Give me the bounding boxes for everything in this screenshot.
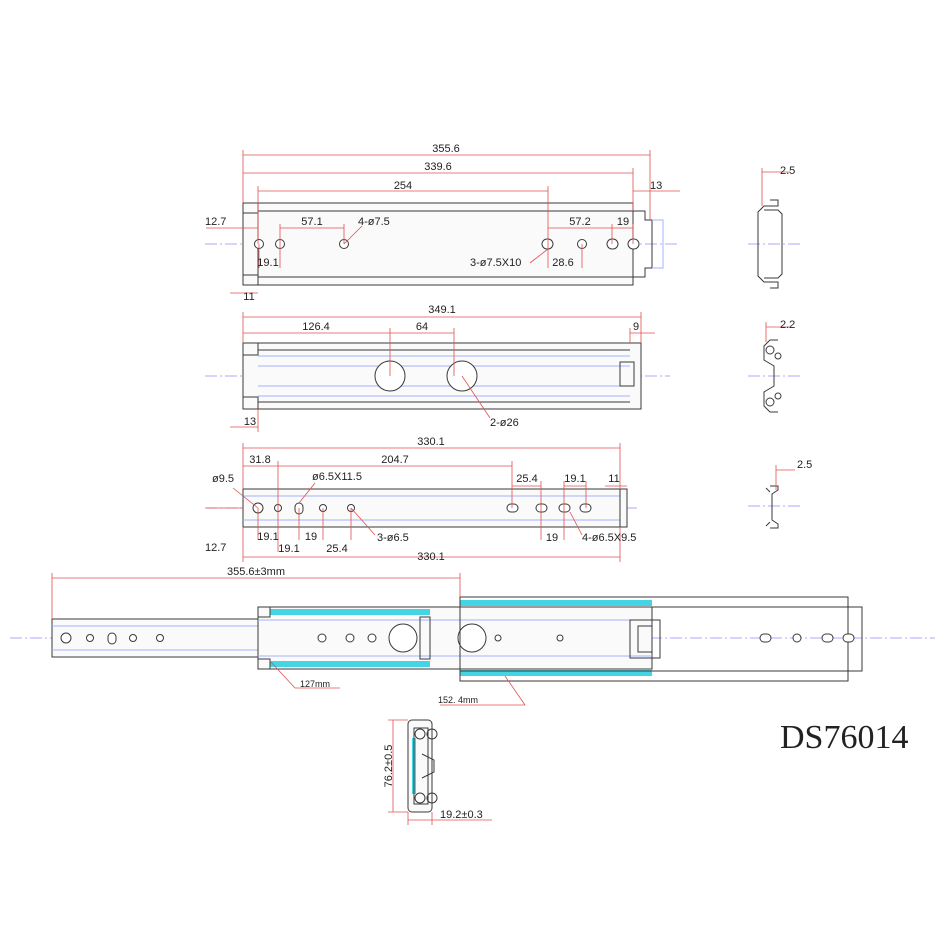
dim-inner-end: 11 xyxy=(608,473,619,485)
dim-outer-right-pitch: 19 xyxy=(617,216,629,228)
middle-member-view: 349.1 126.4 64 9 13 2-ø26 xyxy=(205,304,670,432)
assembly-view: 355.6±3mm 127mm 152. 4mm xyxy=(10,566,935,706)
dim-middle-left-end: 13 xyxy=(244,416,256,428)
dim-assembly-overlap1: 127mm xyxy=(300,679,330,689)
dim-inner-slot-left: ø6.5X11.5 xyxy=(312,471,362,483)
dim-outer-slot-pitch: 28.6 xyxy=(552,257,573,269)
dim-outer-slots: 3-ø7.5X10 xyxy=(470,257,521,269)
dim-outer-holes-left: 4-ø7.5 xyxy=(358,216,390,228)
dim-outer-overall: 355.6 xyxy=(432,143,460,155)
dim-profile-outer-thickness: 2.5 xyxy=(780,165,795,177)
outer-profile-view: 2.5 xyxy=(748,165,800,289)
dim-section-width: 19.2±0.3 xyxy=(440,809,483,821)
dim-middle-access-holes: 2-ø26 xyxy=(490,417,519,429)
dim-inner-pitch-b4: 25.4 xyxy=(326,543,347,555)
dim-inner-pitch-b2: 19.1 xyxy=(278,543,299,555)
dim-inner-holes: 3-ø6.5 xyxy=(377,532,409,544)
dim-assembly-overlap2: 152. 4mm xyxy=(438,695,478,705)
dim-outer-left-vertical: 12.7 xyxy=(205,216,226,228)
dim-inner-pitch-right-b: 19.1 xyxy=(564,473,585,485)
dim-inner-slots-right: 4-ø6.5X9.5 xyxy=(582,532,636,544)
inner-member-view: 330.1 31.8 204.7 ø9.5 ø6.5X11.5 25.4 19.… xyxy=(205,436,640,563)
dim-outer-span: 254 xyxy=(394,180,412,192)
dim-middle-pitch: 64 xyxy=(416,321,428,333)
dim-assembly-travel: 355.6±3mm xyxy=(227,566,285,578)
dim-inner-span: 204.7 xyxy=(381,454,409,466)
model-number: DS76014 xyxy=(780,719,908,756)
dim-profile-inner-thickness: 2.5 xyxy=(797,459,812,471)
dim-inner-pitch-b1: 19.1 xyxy=(257,531,278,543)
dim-inner-offset1: 31.8 xyxy=(249,454,270,466)
dim-section-height: 76.2±0.5 xyxy=(383,745,395,788)
dim-middle-end: 9 xyxy=(633,321,639,333)
cross-section-view: 76.2±0.5 19.2±0.3 xyxy=(383,719,492,825)
dim-middle-overall: 349.1 xyxy=(428,304,456,316)
dim-outer-hole-pitch-right: 57.2 xyxy=(569,216,590,228)
dim-inner-overall-top: 330.1 xyxy=(417,436,445,448)
dim-inner-hole-left: ø9.5 xyxy=(212,473,234,485)
dim-middle-offset1: 126.4 xyxy=(302,321,330,333)
dim-inner-pitch-right-a: 25.4 xyxy=(516,473,537,485)
dim-outer-end-offset: 13 xyxy=(650,180,662,192)
dim-inner-left-vertical: 12.7 xyxy=(205,542,226,554)
dim-outer-left-pitch: 19.1 xyxy=(257,257,278,269)
inner-profile-view: 2.5 xyxy=(748,459,812,529)
outer-member-view: 355.6 339.6 254 13 12.7 57.1 4-ø7.5 57.2… xyxy=(205,143,680,303)
dim-outer-hole-pitch-left: 57.1 xyxy=(301,216,322,228)
dim-inner-pitch-b5: 19 xyxy=(546,532,558,544)
middle-profile-view: 2.2 xyxy=(748,319,800,413)
dim-outer-left-end: 11 xyxy=(243,291,254,303)
dim-inner-pitch-b3: 19 xyxy=(305,531,317,543)
dim-inner-overall-bottom: 330.1 xyxy=(417,551,445,563)
dim-outer-length2: 339.6 xyxy=(424,161,452,173)
dim-profile-middle-thickness: 2.2 xyxy=(780,319,795,331)
